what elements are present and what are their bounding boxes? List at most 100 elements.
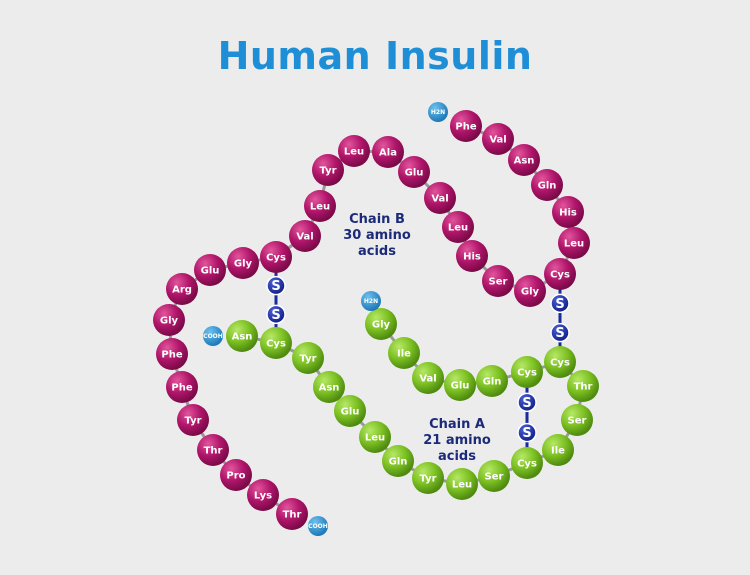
chain-b-residue-label: Thr <box>204 446 223 457</box>
chain-b-residue-label: Ser <box>489 277 508 288</box>
chain-b-bead <box>558 227 590 259</box>
chain-b-residue-label: Gly <box>160 316 179 327</box>
chain-b-residue: Glu <box>194 254 226 286</box>
chain-a-residue-label: Gln <box>483 377 502 388</box>
chain-b-count: 30 amino acids <box>343 228 411 259</box>
chain-b-residue-label: Phe <box>455 122 476 133</box>
chain-b-residue-label: Cys <box>266 253 286 264</box>
chain-b-residue: Gly <box>227 247 259 279</box>
sulfur-circle <box>517 422 537 443</box>
chain-a-residue: Asn <box>226 320 258 352</box>
chain-b-bead <box>450 110 482 142</box>
chain-a-residue-label: Val <box>419 374 436 385</box>
chain-a-residue: Ser <box>478 460 510 492</box>
chain-a-residue: Leu <box>446 468 478 500</box>
chain-b-residue-label: Lys <box>254 491 272 502</box>
chain-b-residue: His <box>552 196 584 228</box>
chain-b-residue-label: Glu <box>405 168 424 179</box>
chain-a-residue-label: Ile <box>551 446 565 457</box>
chain-a-bead <box>544 346 576 378</box>
chain-a-residue-label: Ile <box>397 349 411 360</box>
chain-b-bead <box>456 240 488 272</box>
chain-b-residue-label: Phe <box>171 383 192 394</box>
chain-b: PheValAsnGlnHisLeuCysGlySerHisLeuValGluA… <box>153 110 590 530</box>
chain-b-residue: Gly <box>153 304 185 336</box>
chain-a-residue-label: Leu <box>365 433 385 444</box>
chain-a-residue-label: Asn <box>232 332 253 343</box>
sulfur-label: S <box>522 396 531 411</box>
chain-a-residue: Gly <box>365 308 397 340</box>
chain-a-residue-label: Ser <box>485 472 504 483</box>
chain-b-residue: His <box>456 240 488 272</box>
chain-a-name: Chain A <box>429 417 485 432</box>
chain-b-bead <box>544 258 576 290</box>
chain-a-c-terminus-label: COOH <box>203 333 223 340</box>
chain-b-bead <box>289 220 321 252</box>
chain-b-bead <box>304 190 336 222</box>
chain-a-residue-label: Tyr <box>299 354 316 365</box>
chain-a-n-terminus-label: H2N <box>364 298 378 305</box>
chain-a-count: 21 amino acids <box>423 433 491 464</box>
chain-a-residue: Cys <box>511 447 543 479</box>
chain-a-residue-label: Thr <box>574 382 593 393</box>
chain-a-residue-label: Glu <box>451 381 470 392</box>
sulfur-circle <box>517 392 537 413</box>
chain-b-residue: Cys <box>544 258 576 290</box>
chain-b-residue-label: Gly <box>521 287 540 298</box>
chain-a-c-terminus: COOH <box>203 326 223 346</box>
chain-b-residue: Arg <box>166 273 198 305</box>
chain-a-residue-label: Cys <box>266 339 286 350</box>
chain-a-n-terminus: H2N <box>361 291 381 311</box>
chain-b-residue-label: Gln <box>538 181 557 192</box>
chain-a-bead <box>412 462 444 494</box>
chain-b-residue-label: Pro <box>226 471 245 482</box>
chain-b-n-terminus: H2N <box>428 102 448 122</box>
chain-a-residue-label: Ser <box>568 416 587 427</box>
chain-b-residue: Phe <box>156 338 188 370</box>
chain-b-bead <box>260 241 292 273</box>
chain-a-residue: Thr <box>567 370 599 402</box>
sulfur-label: S <box>555 326 564 341</box>
chain-b-residue-label: Tyr <box>319 166 336 177</box>
chain-a-residue-label: Gln <box>389 457 408 468</box>
chain-b-n-terminus-circle <box>428 102 448 122</box>
chain-b-residue-label: Tyr <box>184 416 201 427</box>
chain-a-bead <box>359 421 391 453</box>
chain-b-residue-label: Leu <box>310 202 330 213</box>
chain-b-residue-label: Val <box>489 135 506 146</box>
chain-a-residue-label: Cys <box>517 459 537 470</box>
chain-b-residue: Tyr <box>312 154 344 186</box>
chain-b-residue: Leu <box>304 190 336 222</box>
chain-b-bead <box>166 273 198 305</box>
chain-a-bead <box>412 362 444 394</box>
chain-a-residue: Gln <box>476 365 508 397</box>
chain-b-bead <box>312 154 344 186</box>
sulfur-circle <box>550 322 570 343</box>
chain-b-bead <box>338 135 370 167</box>
chain-b-bead <box>552 196 584 228</box>
chain-b-residue: Thr <box>276 498 308 530</box>
chain-a-residue: Cys <box>511 356 543 388</box>
sulfur-atom: S <box>266 275 286 296</box>
chain-b-residue-label: Leu <box>448 223 468 234</box>
chain-b-residue-label: Ala <box>379 148 397 159</box>
chain-b-residue: Tyr <box>177 404 209 436</box>
chain-a-label: Chain A 21 amino acids <box>402 417 512 465</box>
chain-b-residue: Glu <box>398 156 430 188</box>
sulfur-circle <box>266 275 286 296</box>
chain-b-residue: Phe <box>450 110 482 142</box>
chain-a-residue-label: Glu <box>341 407 360 418</box>
chain-b-bead <box>442 211 474 243</box>
chain-a-residue: Gln <box>382 445 414 477</box>
chain-b-residue: Asn <box>508 144 540 176</box>
chain-a-bead <box>313 371 345 403</box>
chain-a-residue: Cys <box>260 327 292 359</box>
chain-a-residue: Leu <box>359 421 391 453</box>
sulfur-atom: S <box>517 392 537 413</box>
chain-b-residue-label: Thr <box>283 510 302 521</box>
chain-b-label: Chain B 30 amino acids <box>322 212 432 260</box>
